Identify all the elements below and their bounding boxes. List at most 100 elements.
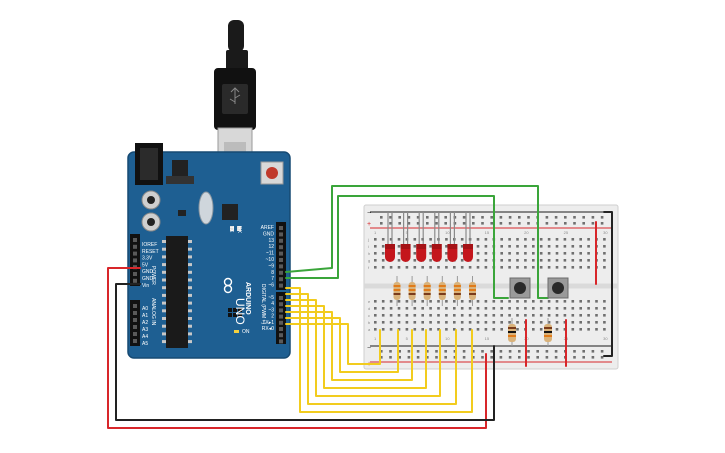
bb-col-num-bottom: 1 [374,336,377,341]
analog-pin-label-1: A1 [142,313,148,319]
digital-pin-label-5: ~10 [266,257,275,263]
resistor-led-6[interactable] [469,276,476,306]
power-pin-label-0: IOREF [142,242,157,248]
analog-pin-label-0: A0 [142,306,148,312]
wire-yellow-pin3[interactable] [285,311,413,381]
power-pin-label-1: RESET [142,249,159,255]
digital-pin-label-3: 12 [268,244,274,250]
svg-text:−: − [367,210,371,217]
power-pin-label-3: 5V [142,262,149,268]
bb-row-letter: e [368,299,371,304]
wire-green-pin8[interactable] [285,195,509,299]
digital-pin-label-1: GND [263,231,275,237]
bb-row-letter: f [368,265,370,270]
icsp-header [228,308,242,317]
led-5[interactable] [447,212,458,262]
svg-text:+: + [367,221,371,228]
analog-pin-label-4: A4 [142,334,148,340]
bb-row-letter: h [368,251,370,256]
led-3[interactable] [416,212,427,262]
digital-pin-label-11: 4 [271,301,274,307]
bb-row-letter: b [368,320,371,325]
bb-col-num-top: 15 [485,230,490,235]
led-6[interactable] [463,212,473,262]
bb-col-num-bottom: 10 [445,336,450,341]
resistor-led-5[interactable] [453,276,461,306]
voltage-regulator [172,160,188,176]
resistor-led-1[interactable] [393,276,401,306]
wire-yellow-pin6[interactable] [285,293,457,405]
arduino-logo: ARDUINO [244,282,251,315]
digital-header-label: DIGITAL (PWM ~) [260,284,266,324]
digital-pin-label-13: 2 [271,314,274,320]
usb-cable-strain-relief [228,20,244,52]
digital-pin-label-6: ~9 [268,263,274,269]
digital-header-high[interactable] [276,222,286,290]
digital-pin-label-2: 13 [268,238,274,244]
atmega-chip [166,236,188,348]
rx-label: RX [236,226,242,234]
led-group[interactable] [385,212,473,262]
wire-yellow-pin5[interactable] [285,299,441,397]
led-1[interactable] [385,212,395,262]
bb-col-num-top: 1 [374,230,377,235]
bb-col-num-bottom: 5 [406,336,409,341]
analog-pin-label-2: A2 [142,320,148,326]
digital-pin-label-8: 7 [271,276,274,282]
digital-pin-label-9: ~6 [268,283,274,289]
svg-text:UNO: UNO [233,298,247,325]
power-pin-label-2: 3.3V [142,256,153,262]
bb-row-letter: i [368,244,369,249]
wire-green-pin9[interactable] [285,185,549,299]
resistor-led-2[interactable] [408,276,416,306]
digital-pin-label-14: TX▸1 [262,320,274,326]
pushbutton-1[interactable] [509,277,531,299]
arduino-infinity-icon [223,277,233,294]
resistor-pulldown-1[interactable] [508,318,516,346]
uno-text: UNO [233,298,247,325]
analog-pin-label-3: A3 [142,327,148,333]
bb-col-num-bottom: 30 [603,336,608,341]
resistor-led-4[interactable] [438,276,446,306]
bb-col-num-bottom: 15 [485,336,490,341]
bb-row-letter: d [368,306,370,311]
wire-black-rail-link[interactable] [603,211,613,357]
wire-yellow-pin4[interactable] [285,305,427,389]
on-label: ON [242,329,250,335]
bb-row-letter: g [368,258,370,263]
digital-pin-label-10: ~5 [268,295,274,301]
analog-header-label: ANALOG IN [150,298,156,326]
wires[interactable] [107,185,613,429]
wire-yellow-pin2a[interactable] [285,317,399,373]
resistor-group[interactable] [393,276,477,306]
analog-pin-label-5: A5 [142,341,148,347]
svg-text:−: − [367,345,371,352]
bb-row-letter: j [367,237,369,242]
bb-col-num-top: 10 [445,230,450,235]
crystal-oscillator [198,191,214,225]
power-pin-label-6: Vin [142,283,149,289]
wire-black-gnd[interactable] [115,283,495,421]
usb-chip [222,204,238,220]
digital-pin-label-12: ~3 [268,307,274,313]
pushbutton-2[interactable] [547,277,569,299]
resistor-led-3[interactable] [423,276,431,306]
led-4[interactable] [431,212,442,262]
digital-pin-label-15: RX◂0 [262,326,274,332]
power-pin-label-4: GND [142,269,154,275]
bb-col-num-top: 20 [524,230,529,235]
led-2[interactable] [400,212,411,262]
power-pin-label-5: GND [142,276,154,282]
wire-yellow-pin2b[interactable] [285,323,381,365]
tx-label: TX [228,226,234,233]
wire-yellow-pin7[interactable] [285,287,473,413]
usb-icon [229,87,241,104]
wire-red-5v[interactable] [107,267,487,429]
analog-header[interactable] [130,300,140,346]
bb-col-num-top: 25 [564,230,569,235]
brand-text: ARDUINO [244,282,251,315]
resistor-pulldown-2[interactable] [544,318,552,346]
